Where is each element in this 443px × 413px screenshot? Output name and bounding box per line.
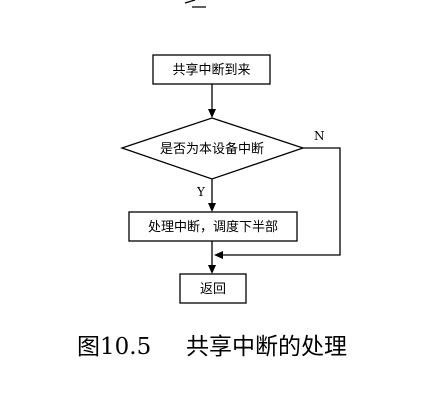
process-node: 处理中断，调度下半部 — [128, 211, 298, 242]
end-node: 返回 — [179, 273, 247, 304]
decision-node: 是否为本设备中断 — [119, 117, 306, 180]
figure-caption-title: 共享中断的处理 — [186, 334, 347, 360]
no-label: N — [314, 129, 325, 143]
process-node-label: 处理中断，调度下半部 — [148, 219, 278, 235]
figure-caption-number: 图10.5 — [77, 334, 151, 360]
decision-node-label: 是否为本设备中断 — [160, 141, 264, 157]
arrow-process-to-end — [208, 241, 216, 274]
end-node-label: 返回 — [200, 282, 226, 297]
arrow-decision-no — [214, 147, 341, 259]
start-node-label: 共享中断到来 — [172, 62, 250, 78]
arrow-start-to-decision — [208, 84, 216, 118]
top-cropped-mark — [184, 0, 206, 8]
arrow-decision-yes — [208, 179, 216, 212]
yes-label: Y — [196, 185, 206, 199]
start-node: 共享中断到来 — [152, 54, 271, 85]
